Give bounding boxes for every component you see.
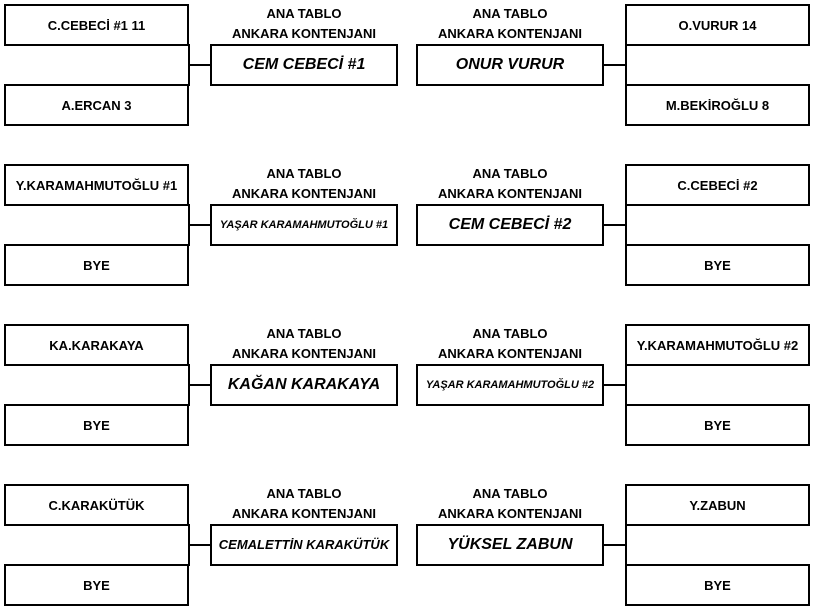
round-header: ANA TABLO ANKARA KONTENJANI xyxy=(416,164,604,204)
connector xyxy=(188,224,211,226)
left-player-bottom: A.ERCAN 3 xyxy=(4,84,189,126)
header-title: ANA TABLO xyxy=(266,166,342,181)
header-title: ANA TABLO xyxy=(266,6,342,21)
right-player-top: C.CEBECİ #2 xyxy=(625,164,810,206)
right-player-top: O.VURUR 14 xyxy=(625,4,810,46)
left-player-top: C.KARAKÜTÜK xyxy=(4,484,189,526)
left-winner: KAĞAN KARAKAYA xyxy=(210,364,398,406)
right-winner: YAŞAR KARAMAHMUTOĞLU #2 xyxy=(416,364,604,406)
round-header: ANA TABLO ANKARA KONTENJANI xyxy=(210,4,398,44)
left-player-bottom: BYE xyxy=(4,404,189,446)
right-winner: ONUR VURUR xyxy=(416,44,604,86)
left-winner: CEM CEBECİ #1 xyxy=(210,44,398,86)
round-header: ANA TABLO ANKARA KONTENJANI xyxy=(210,324,398,364)
header-title: ANA TABLO xyxy=(472,326,548,341)
connector xyxy=(188,64,211,66)
header-subtitle: ANKARA KONTENJANI xyxy=(438,26,582,41)
left-player-bottom: BYE xyxy=(4,244,189,286)
header-title: ANA TABLO xyxy=(266,326,342,341)
round-header: ANA TABLO ANKARA KONTENJANI xyxy=(416,484,604,524)
left-player-bottom: BYE xyxy=(4,564,189,606)
connector xyxy=(603,544,626,546)
header-title: ANA TABLO xyxy=(472,166,548,181)
connector xyxy=(625,524,627,566)
right-player-bottom: M.BEKİROĞLU 8 xyxy=(625,84,810,126)
connector xyxy=(603,64,626,66)
right-player-bottom: BYE xyxy=(625,564,810,606)
connector xyxy=(188,544,211,546)
header-title: ANA TABLO xyxy=(472,486,548,501)
header-subtitle: ANKARA KONTENJANI xyxy=(232,506,376,521)
left-winner: YAŞAR KARAMAHMUTOĞLU #1 xyxy=(210,204,398,246)
header-subtitle: ANKARA KONTENJANI xyxy=(232,346,376,361)
round-header: ANA TABLO ANKARA KONTENJANI xyxy=(416,4,604,44)
left-player-top: C.CEBECİ #1 11 xyxy=(4,4,189,46)
left-player-top: KA.KARAKAYA xyxy=(4,324,189,366)
header-title: ANA TABLO xyxy=(266,486,342,501)
connector xyxy=(603,224,626,226)
left-player-top: Y.KARAMAHMUTOĞLU #1 xyxy=(4,164,189,206)
right-winner: CEM CEBECİ #2 xyxy=(416,204,604,246)
header-subtitle: ANKARA KONTENJANI xyxy=(232,26,376,41)
connector xyxy=(625,204,627,246)
round-header: ANA TABLO ANKARA KONTENJANI xyxy=(210,164,398,204)
right-player-bottom: BYE xyxy=(625,244,810,286)
header-subtitle: ANKARA KONTENJANI xyxy=(438,186,582,201)
right-player-bottom: BYE xyxy=(625,404,810,446)
connector xyxy=(625,364,627,406)
round-header: ANA TABLO ANKARA KONTENJANI xyxy=(210,484,398,524)
header-subtitle: ANKARA KONTENJANI xyxy=(438,346,582,361)
right-player-top: Y.KARAMAHMUTOĞLU #2 xyxy=(625,324,810,366)
right-winner: YÜKSEL ZABUN xyxy=(416,524,604,566)
round-header: ANA TABLO ANKARA KONTENJANI xyxy=(416,324,604,364)
left-winner: CEMALETTİN KARAKÜTÜK xyxy=(210,524,398,566)
connector xyxy=(625,44,627,86)
right-player-top: Y.ZABUN xyxy=(625,484,810,526)
header-subtitle: ANKARA KONTENJANI xyxy=(438,506,582,521)
header-title: ANA TABLO xyxy=(472,6,548,21)
header-subtitle: ANKARA KONTENJANI xyxy=(232,186,376,201)
connector xyxy=(603,384,626,386)
connector xyxy=(188,384,211,386)
